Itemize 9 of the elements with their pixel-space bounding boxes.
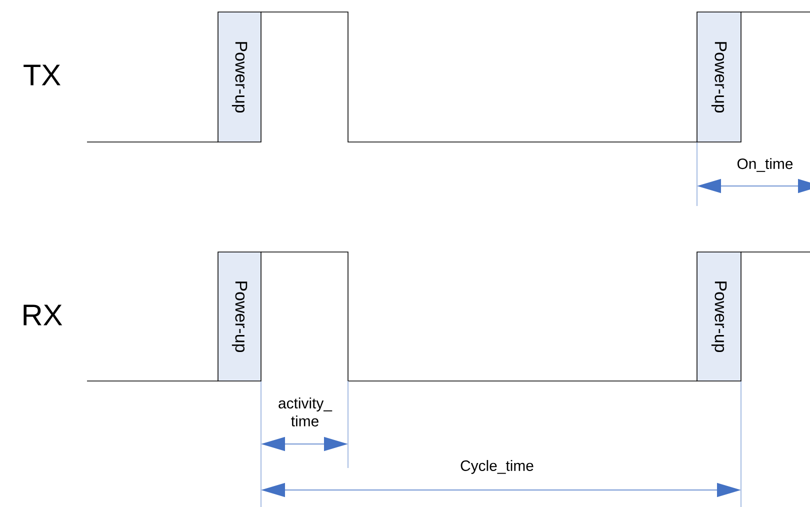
dimension-label: Cycle_time	[460, 460, 534, 474]
dimension-label: activity_ time	[278, 398, 332, 426]
power-up-box: Power-up	[218, 12, 262, 142]
signal-name: TX	[24, 64, 60, 86]
power-up-box: Power-up	[696, 252, 742, 382]
power-up-box: Power-up	[218, 252, 262, 382]
power-up-box: Power-up	[696, 12, 742, 142]
signal-name: RX	[24, 304, 62, 326]
dimension-label: On_time	[737, 158, 793, 172]
